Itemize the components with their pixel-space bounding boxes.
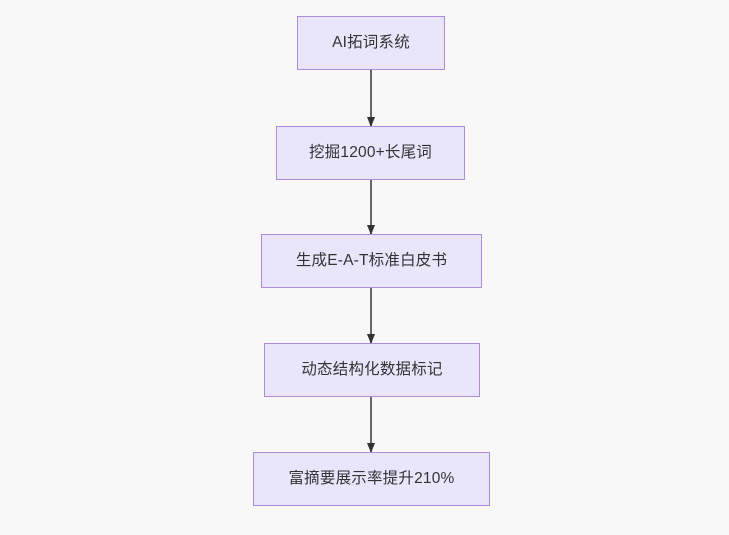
flow-node-3[interactable]: 生成E-A-T标准白皮书	[261, 234, 482, 288]
flow-node-2[interactable]: 挖掘1200+长尾词	[276, 126, 465, 180]
flow-node-1[interactable]: AI拓词系统	[297, 16, 445, 70]
flow-node-4[interactable]: 动态结构化数据标记	[264, 343, 480, 397]
flow-node-5[interactable]: 富摘要展示率提升210%	[253, 452, 490, 506]
